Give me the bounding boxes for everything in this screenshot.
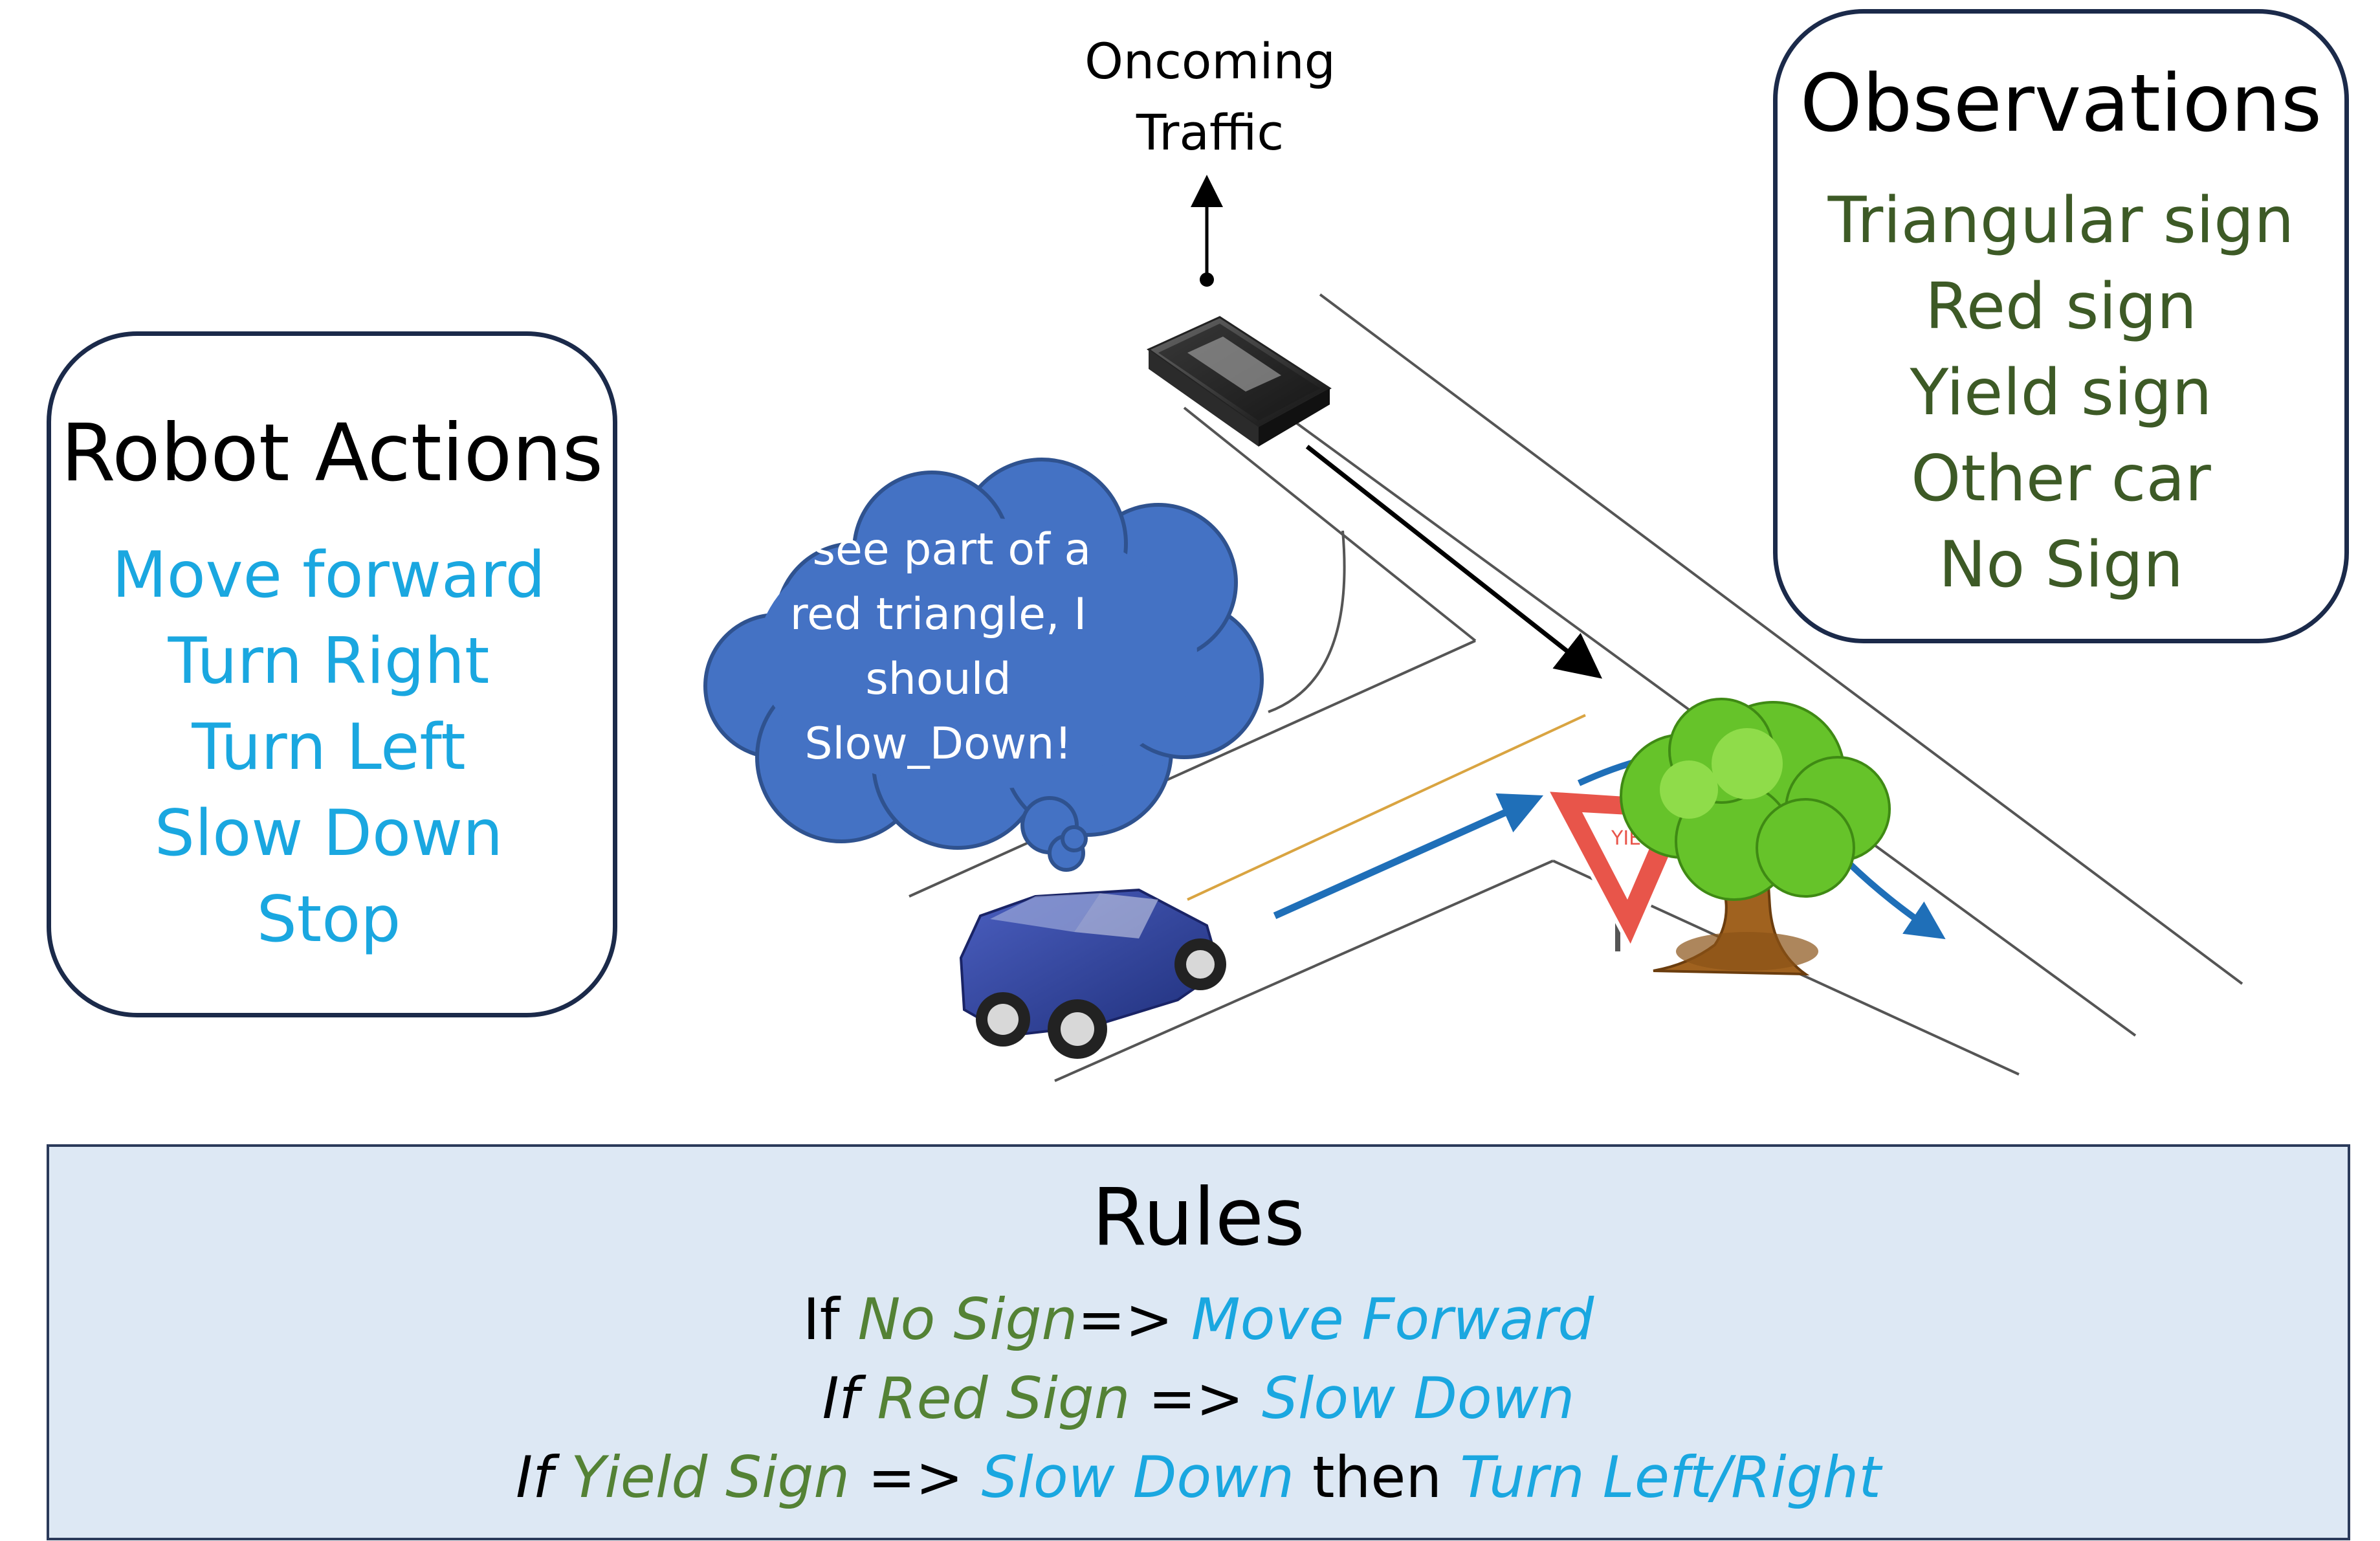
oncoming-traffic-label: Oncoming Traffic	[1074, 26, 1346, 168]
rule-arrow: =>	[1148, 1365, 1244, 1432]
observations-title: Observations	[1800, 58, 2322, 150]
rule-action-second: Turn Left/Right	[1460, 1444, 1881, 1511]
thought-text: I see part of a red triangle, I should S…	[744, 518, 1132, 777]
observation-item: Red sign	[1925, 270, 2197, 344]
rule-3: If Yield Sign => Slow Down then Turn Lef…	[49, 1438, 2348, 1517]
rule-condition: Red Sign	[877, 1365, 1130, 1432]
observation-item: Other car	[1911, 442, 2211, 516]
rules-list: If No Sign=> Move Forward If Red Sign =>…	[49, 1280, 2348, 1517]
observation-item: No Sign	[1938, 528, 2184, 602]
robot-actions-list: Move forward Turn Right Turn Left Slow D…	[45, 533, 613, 963]
rule-action: Slow Down	[1261, 1365, 1575, 1432]
action-item: Turn Left	[192, 711, 466, 784]
rule-if: If	[822, 1365, 859, 1432]
rules-title: Rules	[1092, 1171, 1305, 1263]
observations-panel: Observations Triangular sign Red sign Yi…	[1773, 9, 2349, 643]
action-item: Turn Right	[168, 625, 490, 698]
rule-if: If	[802, 1286, 840, 1353]
rule-action: Move Forward	[1191, 1286, 1594, 1353]
rule-arrow: =>	[868, 1444, 964, 1511]
oncoming-traffic-line-2: Traffic	[1136, 104, 1284, 161]
rule-condition: No Sign	[857, 1286, 1078, 1353]
thought-line-2: red triangle, I	[789, 589, 1087, 640]
tree	[1620, 698, 1891, 976]
rule-arrow: =>	[1077, 1286, 1173, 1353]
oncoming-car	[1146, 316, 1332, 447]
robot-car	[959, 888, 1226, 1059]
observation-item: Yield sign	[1910, 356, 2212, 430]
action-item: Slow Down	[154, 797, 503, 870]
road-edge-far	[1319, 293, 2243, 985]
side-road-edge-upper	[1183, 406, 1477, 642]
rule-1: If No Sign=> Move Forward	[49, 1280, 2348, 1359]
rule-condition: Yield Sign	[571, 1444, 850, 1511]
thought-line-4: Slow_Down!	[804, 718, 1072, 770]
oncoming-arrow-dot	[1200, 272, 1214, 287]
rule-if: If	[516, 1444, 553, 1511]
observation-item: Triangular sign	[1827, 184, 2295, 258]
action-item: Move forward	[112, 538, 545, 612]
action-item: Stop	[256, 883, 401, 957]
thought-line-1: I see part of a	[785, 524, 1092, 575]
observations-list: Triangular sign Red sign Yield sign Othe…	[1778, 178, 2344, 608]
thought-cloud	[703, 458, 1264, 872]
rules-panel: Rules If No Sign=> Move Forward If Red S…	[47, 1144, 2350, 1540]
rule-2: If Red Sign => Slow Down	[49, 1359, 2348, 1438]
robot-actions-panel: Robot Actions Move forward Turn Right Tu…	[47, 331, 617, 1017]
curb-curve	[1268, 530, 1346, 713]
robot-path-arrow	[1273, 793, 1544, 920]
oncoming-traffic-line-1: Oncoming	[1085, 32, 1336, 90]
side-road-edge-lower	[909, 639, 1476, 898]
rule-action-first: Slow Down	[981, 1444, 1295, 1511]
sightline	[1187, 714, 1586, 901]
rule-then: then	[1312, 1444, 1442, 1511]
thought-line-3: should	[865, 654, 1011, 705]
road-edge-near-left	[1054, 859, 1554, 1082]
oncoming-path-arrow	[1305, 445, 1603, 679]
robot-actions-title: Robot Actions	[60, 407, 604, 499]
